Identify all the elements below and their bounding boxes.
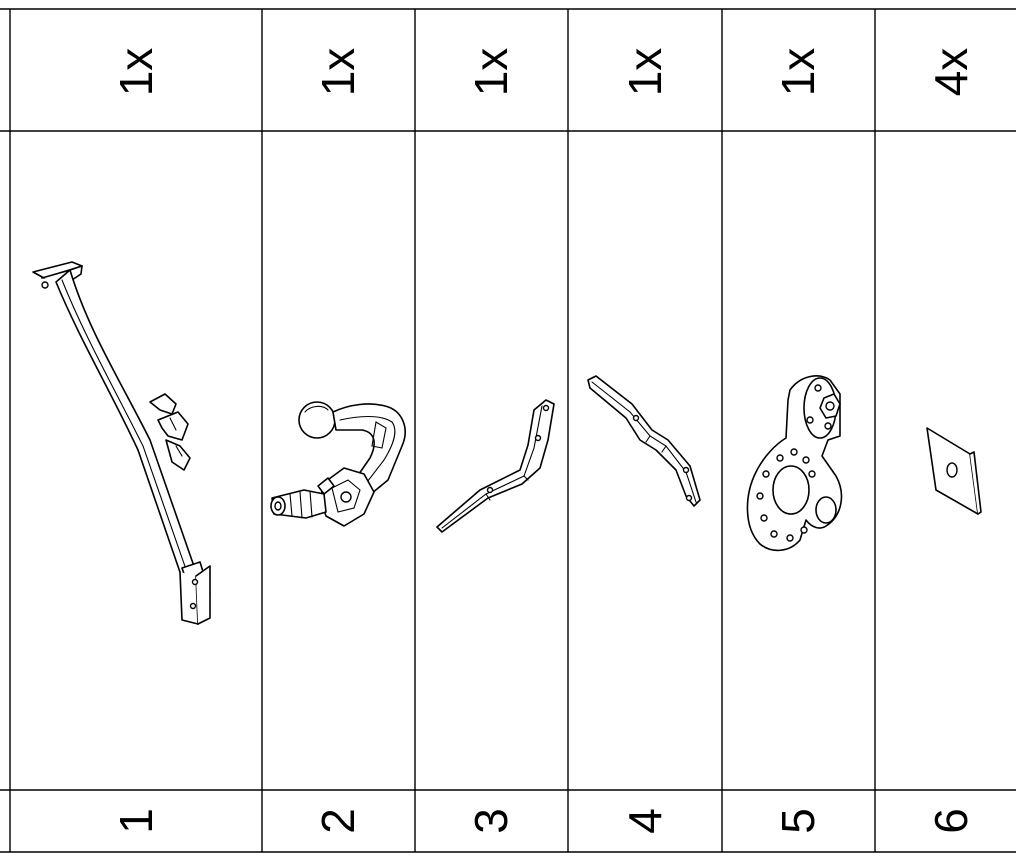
tow-ball-hook-icon [270,401,406,527]
square-washer-icon [926,427,982,515]
socket-plate-icon [746,375,843,552]
part-number-1: 1 [110,808,162,834]
table-grid [0,8,1016,853]
part-number-5: 5 [772,808,824,834]
part-number-row: 1 2 3 4 5 6 [110,808,977,834]
quantity-label-6: 4x [925,48,977,97]
cross-member-icon [32,261,211,625]
part-number-2: 2 [312,808,364,834]
quantity-label-4: 1x [619,48,671,97]
part-number-6: 6 [925,808,977,834]
quantity-label-3: 1x [465,48,517,97]
bent-bracket-left-icon [436,399,555,533]
part-number-4: 4 [619,808,671,834]
quantity-row: 1x 1x 1x 1x 1x 4x [110,48,977,97]
part-number-3: 3 [465,808,517,834]
quantity-label-5: 1x [772,48,824,97]
bent-bracket-right-icon [587,375,701,507]
quantity-label-1: 1x [110,48,162,97]
quantity-label-2: 1x [312,48,364,97]
